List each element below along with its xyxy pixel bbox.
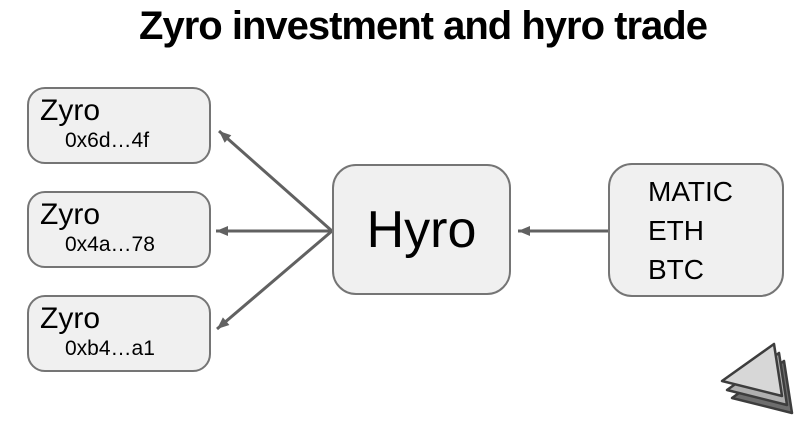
zyro-node-3-label: Zyro (40, 302, 100, 335)
asset-btc: BTC (648, 253, 704, 285)
hyro-node: Hyro (332, 164, 511, 295)
layered-triangles-logo-icon (720, 342, 794, 415)
asset-eth: ETH (648, 214, 704, 246)
assets-node: MATIC ETH BTC (608, 163, 784, 297)
asset-matic: MATIC (648, 175, 734, 207)
arrow-hyro-to-zyro-1 (218, 129, 333, 233)
arrow-hyro-to-zyro-3 (216, 229, 333, 331)
zyro-node-2: Zyro 0x4a…78 (27, 191, 211, 268)
hyro-node-label: Hyro (366, 200, 477, 259)
zyro-node-3-address: 0xb4…a1 (65, 337, 155, 360)
zyro-node-1: Zyro 0x6d…4f (27, 87, 211, 164)
zyro-node-2-address: 0x4a…78 (65, 233, 155, 256)
zyro-node-1-label: Zyro (40, 94, 100, 127)
diagram-title: Zyro investment and hyro trade (139, 4, 708, 48)
zyro-node-3: Zyro 0xb4…a1 (27, 295, 211, 372)
zyro-node-2-label: Zyro (40, 198, 100, 231)
zyro-node-1-address: 0x6d…4f (65, 129, 150, 152)
